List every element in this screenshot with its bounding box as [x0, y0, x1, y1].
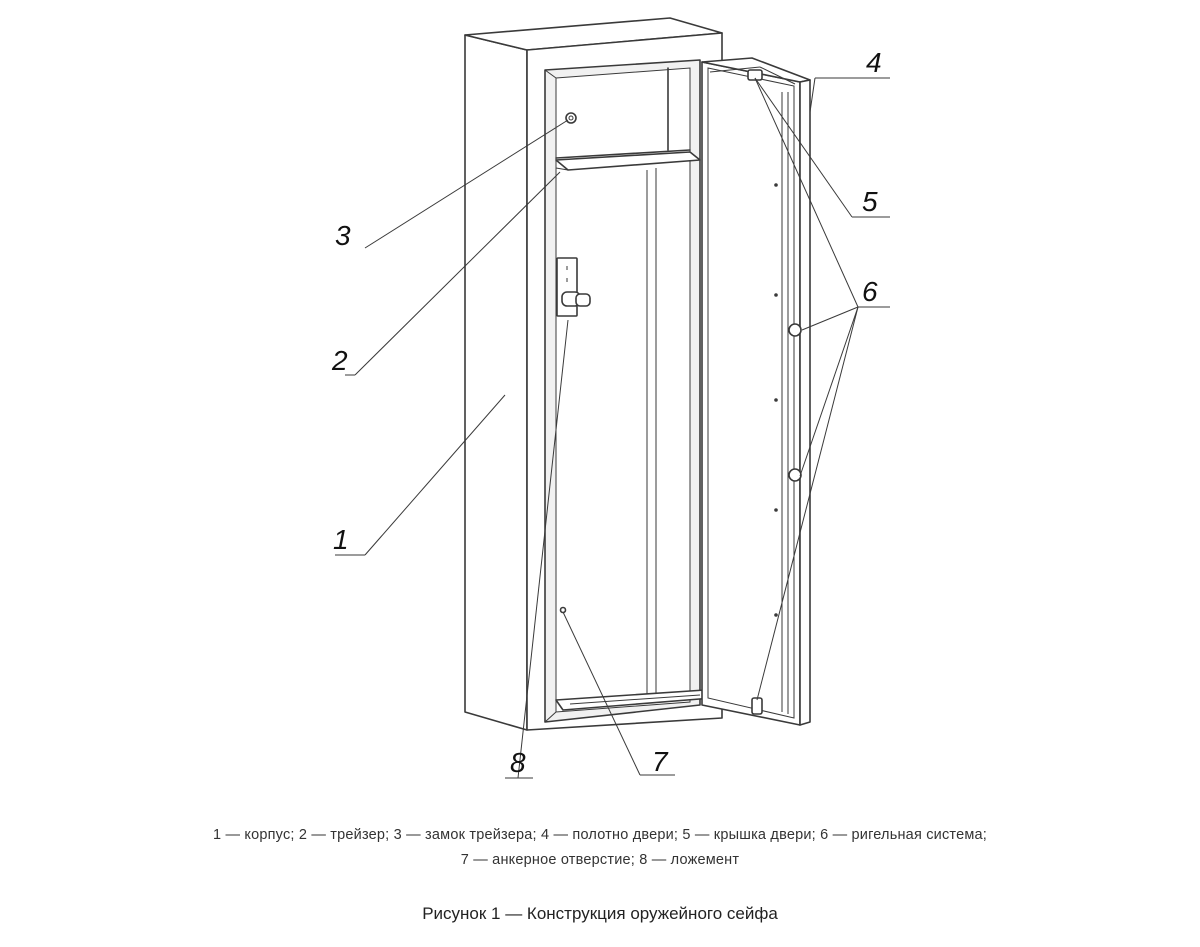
- callout-7: 7: [652, 746, 669, 777]
- gun-safe-drawing: 3 2 1 4 5 6 7 8: [331, 17, 890, 779]
- callout-4: 4: [866, 47, 882, 78]
- figure-caption: Рисунок 1 — Конструкция оружейного сейфа: [422, 904, 778, 923]
- legend-line-2: 7 — анкерное отверстие; 8 — ложемент: [460, 852, 740, 868]
- treiser-lock-icon: [565, 112, 577, 124]
- callout-5: 5: [862, 186, 878, 217]
- legend-line-1: 1 — корпус; 2 — трейзер; 3 — замок трейз…: [212, 827, 988, 843]
- safe-door: [701, 57, 811, 726]
- treiser-box: [555, 67, 701, 171]
- bolt-system: [751, 183, 802, 715]
- safe-body: [464, 17, 723, 731]
- leader-lines: [335, 77, 890, 779]
- callout-3: 3: [335, 220, 351, 251]
- lodgement: [556, 257, 591, 317]
- callout-8: 8: [510, 747, 526, 778]
- callout-6: 6: [862, 276, 878, 307]
- callout-1: 1: [333, 524, 349, 555]
- callout-2: 2: [331, 345, 348, 376]
